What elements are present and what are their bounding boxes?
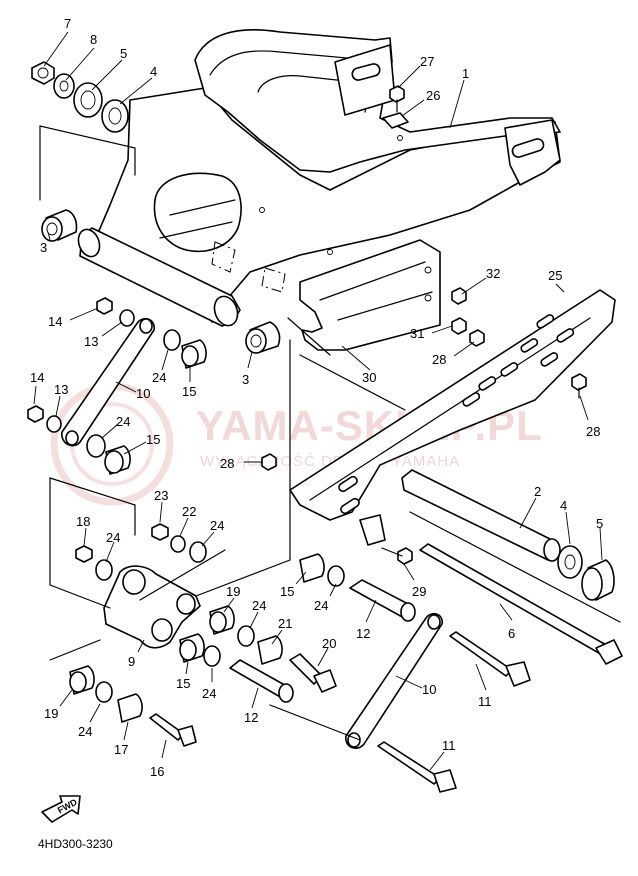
callout-9: 9: [128, 654, 135, 669]
callout-27: 27: [420, 54, 434, 69]
callout-7: 7: [64, 16, 71, 31]
fwd-arrow-icon: FWD: [41, 795, 81, 823]
upper-left-parts[interactable]: [31, 61, 136, 242]
diagram-code: 4HD300-3230: [38, 837, 113, 851]
upper-link-small-parts[interactable]: [27, 297, 207, 475]
callout-5-right: 5: [596, 516, 603, 531]
callout-5: 5: [120, 46, 127, 61]
pivot-shaft[interactable]: [409, 511, 623, 665]
callout-16: 16: [150, 764, 164, 779]
callout-26: 26: [426, 88, 440, 103]
callout-11-lower: 11: [442, 738, 456, 753]
callout-4: 4: [150, 64, 157, 79]
callout-15-c: 15: [280, 584, 294, 599]
callout-11-upper: 11: [478, 694, 492, 709]
callout-15-upper: 15: [182, 384, 196, 399]
callout-24-e: 24: [314, 598, 328, 613]
callout-10-lower: 10: [422, 682, 436, 697]
callout-31: 31: [410, 326, 424, 341]
rear-axle-set[interactable]: [401, 469, 615, 601]
relay-small-parts[interactable]: [69, 523, 283, 723]
callout-4-right: 4: [560, 498, 567, 513]
callout-25: 25: [548, 268, 562, 283]
callout-28-c: 28: [220, 456, 234, 471]
bearing-3-right[interactable]: [245, 321, 281, 354]
callout-15-lower: 15: [146, 432, 160, 447]
callout-6: 6: [508, 626, 515, 641]
chain-case[interactable]: [289, 289, 616, 546]
callout-21: 21: [278, 616, 292, 631]
callout-10-upper: 10: [136, 386, 150, 401]
callout-24-f: 24: [252, 598, 266, 613]
callout-8: 8: [90, 32, 97, 47]
relay-arm[interactable]: [103, 565, 201, 649]
callout-15-d: 15: [176, 676, 190, 691]
callout-30: 30: [362, 370, 376, 385]
callout-2: 2: [534, 484, 541, 499]
callout-28-b: 28: [586, 424, 600, 439]
callout-24-h: 24: [78, 724, 92, 739]
bracket-bolt[interactable]: [382, 85, 409, 129]
callout-29: 29: [412, 584, 426, 599]
callout-14-upper: 14: [48, 314, 62, 329]
callout-22: 22: [182, 504, 196, 519]
callout-13-upper: 13: [84, 334, 98, 349]
callout-28-a: 28: [432, 352, 446, 367]
callout-12-upper: 12: [356, 626, 370, 641]
reference-lines: [49, 317, 406, 741]
callout-19-lower: 19: [44, 706, 58, 721]
callout-24-c: 24: [210, 518, 224, 533]
callout-24-lower: 24: [116, 414, 130, 429]
callout-23: 23: [154, 488, 168, 503]
callout-24-upper: 24: [152, 370, 166, 385]
callout-17: 17: [114, 742, 128, 757]
callout-19-upper: 19: [226, 584, 240, 599]
chain-guard[interactable]: [299, 239, 441, 351]
collars[interactable]: [229, 553, 416, 703]
connecting-rod-upper[interactable]: [61, 318, 155, 447]
callout-32: 32: [486, 266, 500, 281]
callout-3-right: 3: [242, 372, 249, 387]
callout-13-lower: 13: [54, 382, 68, 397]
callout-20: 20: [322, 636, 336, 651]
callouts: 7 8 5 4 3 27 26 1 32 25 31 28 30 28 14 1…: [30, 16, 603, 779]
callout-1: 1: [462, 66, 469, 81]
callout-14-lower: 14: [30, 370, 44, 385]
callout-18: 18: [76, 514, 90, 529]
bolts[interactable]: [149, 631, 531, 793]
callout-24-d: 24: [106, 530, 120, 545]
callout-24-g: 24: [202, 686, 216, 701]
callout-12-lower: 12: [244, 710, 258, 725]
swingarm[interactable]: [75, 29, 561, 329]
callout-3-left: 3: [40, 240, 47, 255]
